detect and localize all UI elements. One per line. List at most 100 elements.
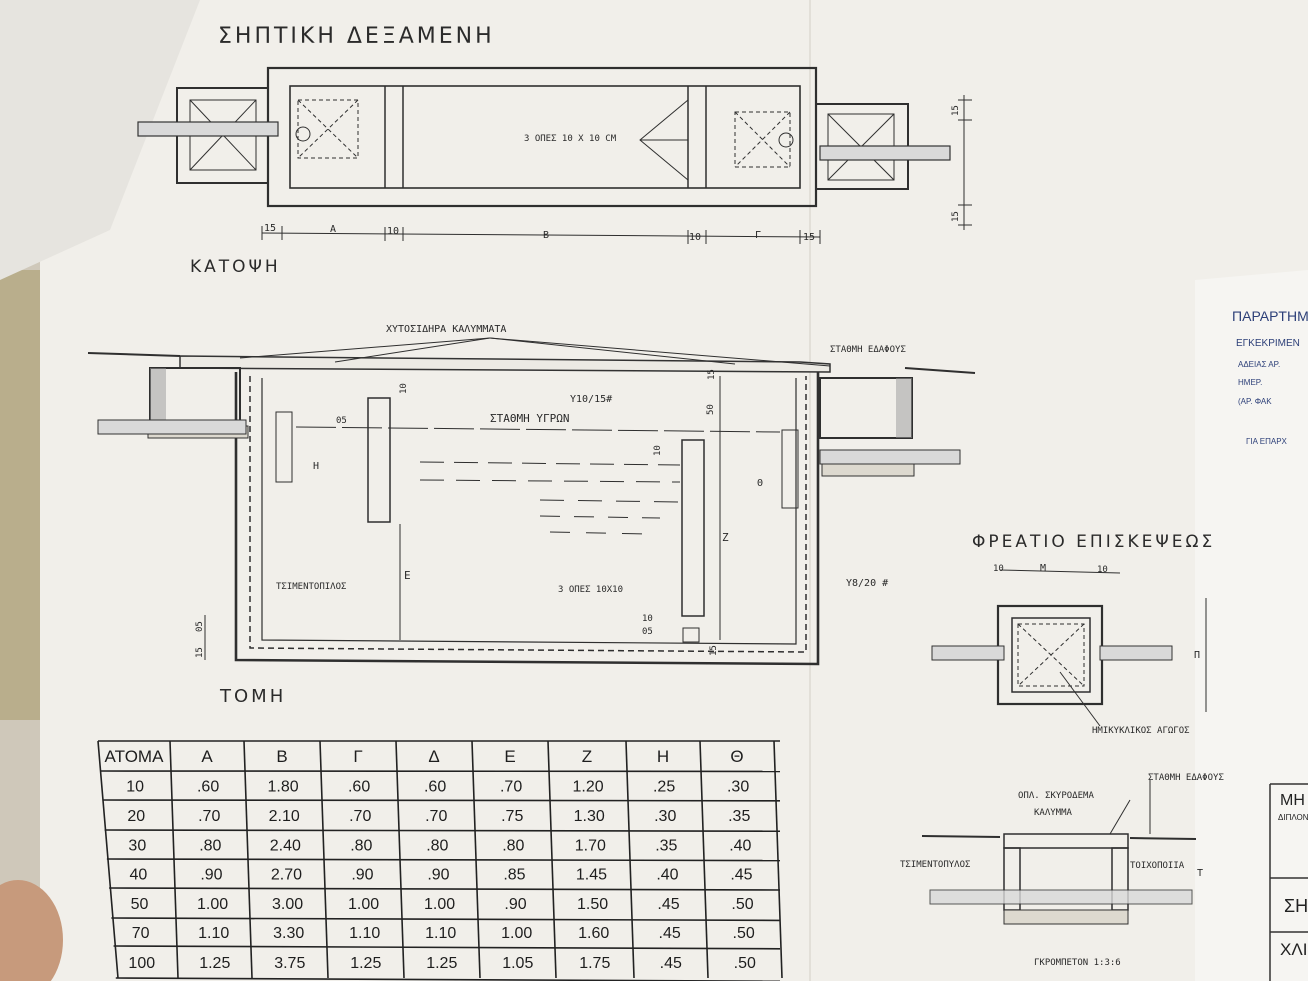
table-header-cell: Θ bbox=[730, 747, 743, 766]
manhole-cement-tile-label: ΤΣΙΜΕΝΤΟΠΥΛΟΣ bbox=[900, 860, 970, 870]
table-cell: .70 bbox=[349, 808, 371, 825]
table-hline bbox=[102, 799, 781, 802]
table-cell: 2.70 bbox=[271, 867, 302, 884]
table-cell: 1.10 bbox=[198, 925, 229, 942]
table-hline bbox=[104, 829, 781, 833]
section-dim-10-top: 10 bbox=[399, 383, 409, 394]
table-header-cell: ΑΤΟΜΑ bbox=[105, 747, 165, 766]
plan-title: ΚΑΤΟΨΗ bbox=[190, 257, 281, 277]
section-dim-10-water: 10 bbox=[653, 445, 663, 456]
table-cell: .30 bbox=[654, 808, 676, 825]
manhole-title: ΦΡΕΑΤΙΟ ΕΠΙΣΚΕΨΕΩΣ bbox=[972, 532, 1215, 552]
table-hline bbox=[113, 945, 781, 950]
table-cell: .70 bbox=[198, 808, 220, 825]
table-cell: 1.75 bbox=[579, 955, 610, 972]
table-cell: .30 bbox=[727, 779, 749, 796]
manhole-brick-label: ΤΟΙΧΟΠΟΙΙΑ bbox=[1130, 861, 1185, 871]
table-header-cell: Α bbox=[201, 747, 213, 766]
side-line-3: ΑΔΕΙΑΣ ΑΡ. bbox=[1238, 360, 1280, 369]
table-cell: 1.80 bbox=[268, 779, 299, 796]
side-line-10: ΧΛΙ bbox=[1280, 940, 1307, 959]
side-line-1: ΠΑΡΑΡΤΗΜ bbox=[1232, 308, 1308, 324]
folded-corner bbox=[0, 0, 200, 280]
table-header-cell: Η bbox=[657, 747, 669, 766]
table-cell: .60 bbox=[197, 779, 219, 796]
table-cell: 50 bbox=[131, 896, 149, 913]
table-cell: 1.00 bbox=[501, 925, 532, 942]
table-cell: .35 bbox=[728, 808, 750, 825]
table-cell: .50 bbox=[733, 925, 755, 942]
section-covers-label: ΧΥΤΟΣΙΔΗΡΑ ΚΑΛΥΜΜΑΤΑ bbox=[386, 324, 506, 335]
table-cell: .80 bbox=[199, 838, 221, 855]
table-cell: .90 bbox=[351, 867, 373, 884]
table-cell: .70 bbox=[500, 779, 522, 796]
table-cell: .45 bbox=[657, 896, 679, 913]
table-cell: 1.10 bbox=[349, 925, 380, 942]
table-cell: .40 bbox=[656, 867, 678, 884]
manhole-plan bbox=[931, 569, 1207, 727]
table-hline bbox=[106, 858, 781, 862]
table-cell: .70 bbox=[425, 808, 447, 825]
table-cell: 1.25 bbox=[426, 955, 457, 972]
section-dim-15-floor: 15 bbox=[709, 645, 719, 656]
manhole-gravel-label: ΓΚΡΟΜΠΕΤΟΝ 1:3:6 bbox=[1034, 958, 1121, 968]
table-cell: .60 bbox=[348, 779, 370, 796]
table-header-cell: Γ bbox=[353, 747, 362, 766]
section-dim-h: Η bbox=[313, 461, 319, 472]
table-cell: 40 bbox=[130, 867, 148, 884]
side-line-7: ΜΗ bbox=[1280, 792, 1305, 809]
table-cell: .60 bbox=[424, 779, 446, 796]
table-header-cell: Β bbox=[276, 747, 287, 766]
table-cell: 1.25 bbox=[350, 955, 381, 972]
plan-openings-label: 3 ΟΠΕΣ 10 Χ 10 CM bbox=[524, 134, 617, 144]
section-dim-15-slab: 15 bbox=[707, 369, 717, 380]
section-dim-05-top: 05 bbox=[336, 416, 347, 426]
table-cell: 1.00 bbox=[424, 896, 455, 913]
plan-dim-15-right: 15 bbox=[803, 232, 815, 243]
plan-dim-g: Γ bbox=[755, 230, 761, 241]
table-cell: 1.45 bbox=[576, 867, 607, 884]
table-cell: 20 bbox=[127, 808, 145, 825]
table-vline bbox=[773, 740, 783, 979]
plan-dim-15-top-side: 15 bbox=[951, 105, 961, 116]
table-cell: 3.75 bbox=[274, 955, 305, 972]
table-cell: .45 bbox=[730, 867, 752, 884]
table-cell: 1.30 bbox=[574, 808, 605, 825]
table-header-cell: Ζ bbox=[582, 747, 592, 766]
paper-sheet bbox=[40, 0, 1308, 981]
table-hline bbox=[109, 887, 781, 891]
table-cell: 70 bbox=[132, 925, 150, 942]
table-cell: 1.00 bbox=[348, 896, 379, 913]
table-cell: 1.50 bbox=[577, 896, 608, 913]
table-cell: .90 bbox=[427, 867, 449, 884]
section-liquid-level-label: ΣΤΑΘΜΗ ΥΓΡΩΝ bbox=[490, 412, 569, 425]
side-line-9: ΣΗ bbox=[1284, 896, 1308, 916]
thumb bbox=[0, 880, 63, 981]
table-cell: .25 bbox=[653, 779, 675, 796]
manhole-dim-p: Π bbox=[1194, 650, 1200, 661]
plan-dim-15-bottom-side: 15 bbox=[951, 211, 961, 222]
section-dim-z: Ζ bbox=[722, 531, 729, 544]
table-cell: 1.60 bbox=[578, 925, 609, 942]
table-cell: 1.25 bbox=[199, 955, 230, 972]
section-dim-05-bottom: 05 bbox=[642, 627, 653, 637]
manhole-ground-label: ΣΤΑΘΜΗ ΕΔΑΦΟΥΣ bbox=[1148, 773, 1224, 783]
section-title: ΤΟΜΗ bbox=[219, 686, 286, 707]
table-cell: .80 bbox=[350, 838, 372, 855]
table-cell: 1.10 bbox=[425, 925, 456, 942]
table-header-cell: Ε bbox=[504, 747, 515, 766]
manhole-dim-10-left: 10 bbox=[993, 564, 1004, 574]
plan-dim-15-left: 15 bbox=[264, 223, 276, 234]
section-ground-level-label: ΣΤΑΘΜΗ ΕΔΑΦΟΥΣ bbox=[830, 345, 906, 355]
table-cell: .75 bbox=[501, 808, 523, 825]
manhole-concrete-label: ΟΠΛ. ΣΚΥΡΟΔΕΜΑ bbox=[1018, 791, 1094, 801]
manhole-dim-t: Τ bbox=[1197, 868, 1203, 879]
table-cell: 100 bbox=[128, 955, 155, 972]
main-title: ΣΗΠΤΙΚΗ ΔΕΞΑΜΕΝΗ bbox=[218, 24, 495, 49]
plan-dim-10-right: 10 bbox=[689, 232, 701, 243]
side-line-2: ΕΓΚΕΚΡΙΜΕΝ bbox=[1236, 338, 1300, 349]
section-dim-10-bottom: 10 bbox=[642, 614, 653, 624]
table-cell: 1.00 bbox=[197, 896, 228, 913]
manhole-semicircular-label: ΗΜΙΚΥΚΛΙΚΟΣ ΑΓΩΓΟΣ bbox=[1092, 726, 1190, 736]
